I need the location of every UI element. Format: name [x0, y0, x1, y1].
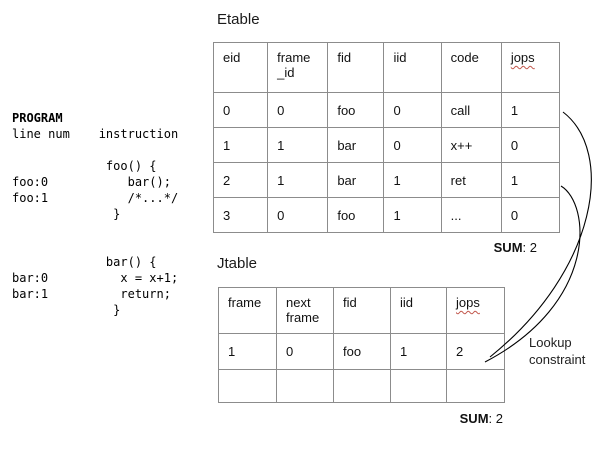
jtable-cell: foo	[333, 333, 391, 370]
jtable-row: 1 0 foo 1 2	[218, 333, 505, 370]
etable-cell: 0	[267, 197, 329, 233]
etable-cell: foo	[327, 197, 385, 233]
program-code: line num instruction foo() { foo:0 bar()…	[12, 127, 179, 317]
jtable-header-cell: iid	[390, 287, 447, 334]
jtable-cell	[333, 369, 391, 403]
jtable-sum-value: : 2	[488, 411, 503, 426]
etable-header-cell: fid	[327, 42, 385, 93]
etable-cell: 3	[212, 197, 269, 233]
etable-cell: ret	[440, 162, 502, 198]
etable-row: 1 1 bar 0 x++ 0	[212, 127, 561, 163]
lookup-constraint-line1: Lookup	[529, 335, 572, 350]
jtable-cell	[276, 369, 334, 403]
etable-header-cell: iid	[383, 42, 442, 93]
etable-row: 3 0 foo 1 ... 0	[212, 197, 561, 233]
jtable-sum: SUM: 2	[393, 411, 503, 426]
etable-sum-value: : 2	[522, 240, 537, 255]
etable-row: 0 0 foo 0 call 1	[212, 92, 561, 128]
lookup-constraint-label: Lookup constraint	[529, 334, 585, 368]
etable-cell: 0	[212, 92, 269, 128]
etable-cell: 1	[267, 127, 329, 163]
etable-row: 2 1 bar 1 ret 1	[212, 162, 561, 198]
etable-header-cell: eid	[212, 42, 269, 93]
jtable-cell: 1	[390, 333, 447, 370]
etable-title: Etable	[217, 11, 260, 28]
etable-cell: 1	[383, 197, 442, 233]
jtable-header-row: frame next frame fid iid jops	[218, 287, 505, 334]
program-title: PROGRAM	[12, 111, 63, 125]
jops-header-label: jops	[456, 295, 480, 310]
jtable-header-cell: next frame	[276, 287, 334, 334]
jtable-row-empty	[218, 369, 505, 403]
etable-header-row: eid frame _id fid iid code jops	[212, 42, 561, 93]
etable-cell: 1	[267, 162, 329, 198]
lookup-constraint-line2: constraint	[529, 352, 586, 367]
etable-sum: SUM: 2	[427, 240, 537, 255]
jtable-cell	[390, 369, 447, 403]
jtable-header-cell: frame	[218, 287, 277, 334]
jtable-header-cell: fid	[333, 287, 391, 334]
etable-cell: bar	[327, 162, 385, 198]
etable-cell: 0	[383, 127, 442, 163]
etable-cell-jops: 1	[500, 162, 561, 198]
etable-cell: bar	[327, 127, 385, 163]
jtable-title: Jtable	[217, 255, 258, 272]
etable-cell: 1	[212, 127, 269, 163]
etable-cell: 0	[267, 92, 329, 128]
etable-sum-label: SUM	[493, 240, 523, 255]
jtable-cell-jops	[446, 369, 505, 403]
jtable-cell-jops: 2	[446, 333, 505, 370]
etable-header-cell: code	[440, 42, 502, 93]
etable-cell: ...	[440, 197, 502, 233]
etable-cell: x++	[440, 127, 502, 163]
etable-cell: call	[440, 92, 502, 128]
etable-header-cell-jops: jops	[500, 42, 561, 93]
jtable-cell	[218, 369, 277, 403]
etable-cell: 1	[383, 162, 442, 198]
jtable-header-cell-jops: jops	[446, 287, 505, 334]
etable-cell: 0	[383, 92, 442, 128]
etable-header-cell: frame _id	[267, 42, 329, 93]
etable-cell-jops: 1	[500, 92, 561, 128]
jtable-cell: 0	[276, 333, 334, 370]
etable: eid frame _id fid iid code jops 0 0 foo …	[212, 42, 561, 233]
jtable-sum-label: SUM	[459, 411, 489, 426]
etable-cell-jops: 0	[500, 197, 561, 233]
jops-header-label: jops	[510, 50, 535, 65]
jtable-cell: 1	[218, 333, 277, 370]
etable-cell-jops: 0	[500, 127, 561, 163]
etable-cell: foo	[327, 92, 385, 128]
etable-cell: 2	[212, 162, 269, 198]
jtable: frame next frame fid iid jops 1 0 foo 1 …	[218, 287, 505, 403]
